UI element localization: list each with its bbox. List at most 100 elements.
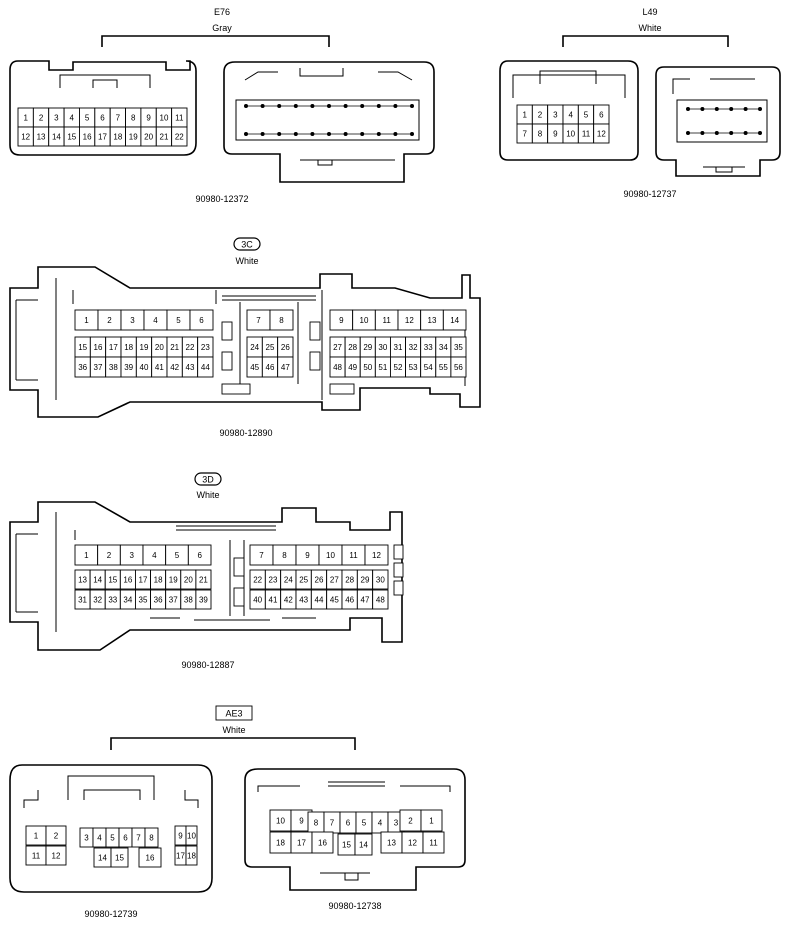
pin-number: 44 bbox=[201, 363, 210, 372]
pin-number: 31 bbox=[394, 343, 403, 352]
cavity-cell bbox=[420, 809, 443, 832]
pin-number: 26 bbox=[281, 343, 290, 352]
pin-11 bbox=[410, 104, 414, 108]
part-number: 90980-12737 bbox=[623, 189, 676, 199]
pin-number: 17 bbox=[139, 576, 148, 585]
pin-15 bbox=[293, 132, 298, 136]
pin-number: 17 bbox=[297, 839, 306, 848]
pin-2 bbox=[700, 107, 705, 111]
pin-21 bbox=[393, 132, 398, 136]
pin-number: 3 bbox=[394, 819, 399, 828]
pin-number: 8 bbox=[314, 819, 319, 828]
pin-number: 9 bbox=[178, 832, 183, 841]
cavity-cell bbox=[189, 309, 214, 331]
pin-number: 11 bbox=[429, 839, 438, 848]
pin-number: 18 bbox=[124, 343, 133, 352]
cavity-cell bbox=[450, 356, 467, 378]
connector-housing bbox=[499, 60, 639, 161]
pin-number: 14 bbox=[450, 316, 459, 325]
pin-number: 30 bbox=[378, 343, 387, 352]
pin-number: 11 bbox=[582, 130, 591, 139]
pin-grid bbox=[244, 104, 414, 136]
pin-number: 13 bbox=[78, 576, 87, 585]
pin-1 bbox=[244, 104, 248, 108]
connector-housing bbox=[655, 66, 781, 177]
pin-number: 5 bbox=[85, 114, 90, 123]
cavity-cell bbox=[593, 123, 610, 144]
pin-16 bbox=[310, 132, 315, 136]
connector-code-badge bbox=[233, 237, 261, 251]
housing-detail bbox=[15, 512, 316, 632]
pin-number: 56 bbox=[454, 363, 463, 372]
pin-number: 21 bbox=[160, 133, 169, 142]
connector-housing bbox=[9, 501, 403, 651]
pin-number: 18 bbox=[154, 576, 163, 585]
connector-housing bbox=[9, 60, 197, 156]
pin-number: 4 bbox=[568, 111, 573, 120]
cavity-cell bbox=[442, 309, 467, 331]
pin-number: 40 bbox=[140, 363, 149, 372]
cavity-cell bbox=[110, 847, 129, 868]
cavity-cell bbox=[277, 356, 294, 378]
pin-number: 2 bbox=[54, 832, 59, 841]
cavity-cell bbox=[195, 569, 212, 590]
pin-number: 17 bbox=[176, 852, 185, 861]
pin-5 bbox=[743, 107, 748, 111]
pin-number: 12 bbox=[21, 133, 30, 142]
cavity-cell bbox=[372, 589, 389, 610]
pin-14 bbox=[277, 132, 282, 136]
pin-number: 10 bbox=[326, 551, 335, 560]
pin-7 bbox=[686, 131, 690, 135]
connector-color: White bbox=[235, 256, 258, 266]
pin-number: 33 bbox=[108, 596, 117, 605]
pin-number: 53 bbox=[409, 363, 418, 372]
connector-code: 3D bbox=[202, 475, 214, 485]
connector-code: 3C bbox=[241, 240, 253, 250]
pin-8 bbox=[700, 131, 705, 135]
pin-number: 15 bbox=[67, 133, 76, 142]
pin-number: 32 bbox=[409, 343, 418, 352]
part-number: 90980-12372 bbox=[195, 194, 248, 204]
pin-number: 16 bbox=[146, 854, 155, 863]
blank-cavity bbox=[309, 321, 321, 341]
pin-number: 12 bbox=[408, 839, 417, 848]
connector-code-badge bbox=[194, 472, 222, 486]
cavity-cell bbox=[195, 589, 212, 610]
pin-number: 11 bbox=[32, 852, 41, 861]
pin-number: 18 bbox=[187, 852, 196, 861]
pin-number: 4 bbox=[152, 551, 157, 560]
pin-number: 27 bbox=[330, 576, 339, 585]
pin-number: 3 bbox=[553, 111, 558, 120]
connector-housing bbox=[9, 764, 213, 893]
pin-10 bbox=[729, 131, 734, 135]
pin-number: 6 bbox=[123, 834, 128, 843]
pin-number: 1 bbox=[522, 111, 527, 120]
connector-code: E76 bbox=[214, 7, 230, 17]
pin-number: 20 bbox=[184, 576, 193, 585]
cavity-cell bbox=[144, 827, 159, 848]
pin-number: 28 bbox=[348, 343, 357, 352]
pin-number: 15 bbox=[342, 841, 351, 850]
pin-number: 13 bbox=[37, 133, 46, 142]
pin-number: 13 bbox=[428, 316, 437, 325]
pin-number: 47 bbox=[361, 596, 370, 605]
pin-number: 13 bbox=[387, 839, 396, 848]
pin-number: 34 bbox=[439, 343, 448, 352]
pin-number: 22 bbox=[175, 133, 184, 142]
pin-number: 46 bbox=[345, 596, 354, 605]
housing-detail bbox=[672, 78, 755, 173]
pin-number: 33 bbox=[424, 343, 433, 352]
pin-number: 6 bbox=[346, 819, 351, 828]
cavity-cell bbox=[372, 569, 389, 590]
pin-number: 7 bbox=[330, 819, 335, 828]
pin-number: 9 bbox=[305, 551, 310, 560]
blank-cavity bbox=[233, 557, 245, 577]
blank-cavity bbox=[393, 544, 404, 560]
blank-cavity bbox=[393, 580, 404, 596]
pin-number: 9 bbox=[299, 817, 304, 826]
cavity-cell bbox=[138, 847, 162, 868]
pin-number: 26 bbox=[315, 576, 324, 585]
